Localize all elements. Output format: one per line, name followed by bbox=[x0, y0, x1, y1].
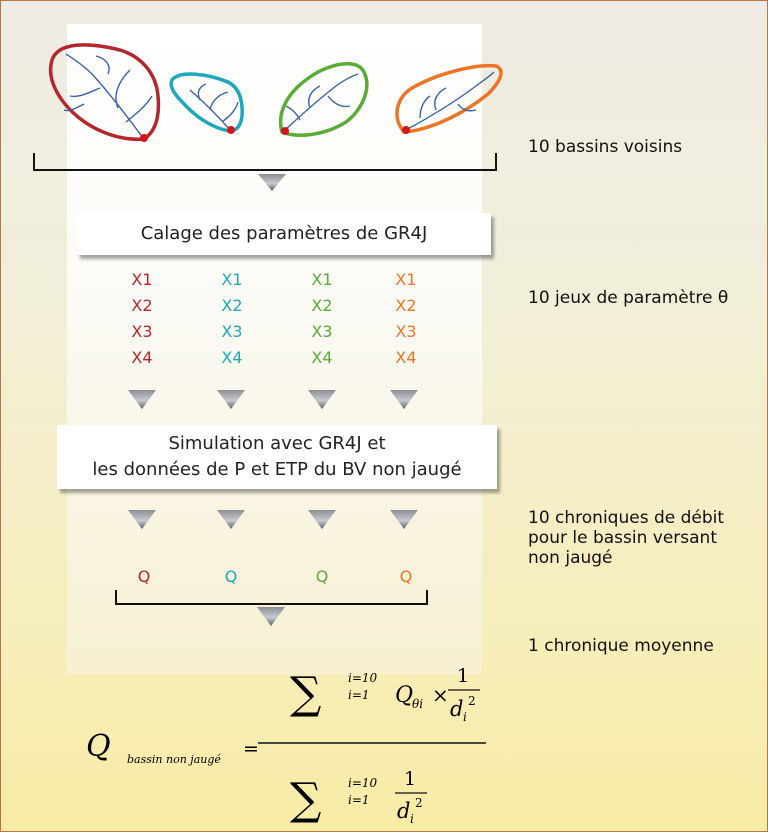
formula-theta-sub: θi bbox=[412, 697, 423, 711]
param-x3: X3 bbox=[395, 322, 417, 341]
flow-q-1: Q bbox=[137, 567, 151, 586]
catchments-bracket bbox=[33, 153, 497, 171]
param-x4: X4 bbox=[131, 348, 153, 367]
arrow-to-calibration bbox=[258, 174, 286, 191]
label-parameter-sets: 10 jeux de paramètre θ bbox=[528, 288, 729, 308]
simulation-line-2: les données de P et ETP du BV non jaugé bbox=[92, 459, 462, 480]
param-x2: X2 bbox=[311, 296, 333, 315]
param-set-3: X1 X2 X3 X4 bbox=[292, 267, 352, 371]
catchment-3-icon bbox=[279, 62, 369, 137]
param-x3: X3 bbox=[131, 322, 153, 341]
param-x4: X4 bbox=[221, 348, 243, 367]
param-set-1: X1 X2 X3 X4 bbox=[112, 267, 172, 371]
formula-denominator-one: 1 bbox=[404, 768, 416, 790]
label-flow-series-line-3: non jaugé bbox=[528, 548, 613, 568]
flow-q-2: Q bbox=[224, 567, 238, 586]
param-x2: X2 bbox=[131, 296, 153, 315]
formula-times: × bbox=[432, 683, 449, 707]
param-x1: X1 bbox=[131, 270, 153, 289]
formula-equals: = bbox=[243, 738, 259, 760]
label-flow-series-line-1: 10 chroniques de débit bbox=[528, 508, 725, 528]
param-set-2: X1 X2 X3 X4 bbox=[202, 267, 262, 371]
formula-denominator-upper: i=10 bbox=[348, 776, 378, 790]
flow-q-3: Q bbox=[315, 567, 329, 586]
flows-bracket bbox=[115, 590, 428, 605]
formula-denominator-d: d bbox=[397, 799, 410, 823]
param-x2: X2 bbox=[221, 296, 243, 315]
flow-q-4: Q bbox=[399, 567, 413, 586]
calibration-box: Calage des paramètres de GR4J bbox=[77, 213, 491, 255]
param-x3: X3 bbox=[311, 322, 333, 341]
formula-numerator-d-sub: i bbox=[463, 710, 467, 724]
catchment-4-icon bbox=[395, 63, 503, 134]
weighted-average-formula: Q bassin non jaugé = ∑ i=10 i=1 Q θi × 1… bbox=[86, 665, 486, 826]
param-x4: X4 bbox=[311, 348, 333, 367]
label-average-series: 1 chronique moyenne bbox=[528, 636, 714, 656]
formula-numerator-lower: i=1 bbox=[348, 688, 370, 702]
formula-numerator-d-sup: 2 bbox=[468, 694, 476, 708]
param-x1: X1 bbox=[311, 270, 333, 289]
arrow-to-average bbox=[257, 607, 285, 626]
simulation-line-1: Simulation avec GR4J et bbox=[168, 433, 386, 454]
param-x2: X2 bbox=[395, 296, 417, 315]
formula-denominator-d-sup: 2 bbox=[415, 796, 423, 810]
formula-denominator-sum: ∑ bbox=[290, 774, 321, 825]
formula-numerator-one: 1 bbox=[457, 665, 469, 687]
arrows-to-flows bbox=[128, 510, 418, 529]
label-flow-series-line-2: pour le bassin versant bbox=[528, 528, 717, 548]
formula-numerator-d: d bbox=[450, 697, 463, 721]
formula-denominator-d-sub: i bbox=[410, 812, 414, 826]
formula-lhs-var: Q bbox=[86, 729, 111, 764]
param-x1: X1 bbox=[221, 270, 243, 289]
simulation-box: Simulation avec GR4J et les données de P… bbox=[57, 425, 497, 489]
param-x3: X3 bbox=[221, 322, 243, 341]
label-neighbour-basins: 10 bassins voisins bbox=[528, 137, 683, 157]
catchment-1-icon bbox=[48, 43, 161, 142]
formula-denominator-lower: i=1 bbox=[348, 793, 370, 807]
param-set-4: X1 X2 X3 X4 bbox=[376, 267, 436, 371]
formula-numerator-sum: ∑ bbox=[290, 668, 321, 719]
param-x1: X1 bbox=[395, 270, 417, 289]
formula-numerator-upper: i=10 bbox=[348, 671, 378, 685]
arrows-to-simulation bbox=[128, 390, 418, 409]
param-x4: X4 bbox=[395, 348, 417, 367]
catchment-2-icon bbox=[169, 72, 244, 134]
formula-q-theta: Q bbox=[395, 683, 413, 708]
label-flow-series: 10 chroniques de débit pour le bassin ve… bbox=[528, 508, 724, 568]
formula-lhs-sub: bassin non jaugé bbox=[127, 753, 221, 766]
